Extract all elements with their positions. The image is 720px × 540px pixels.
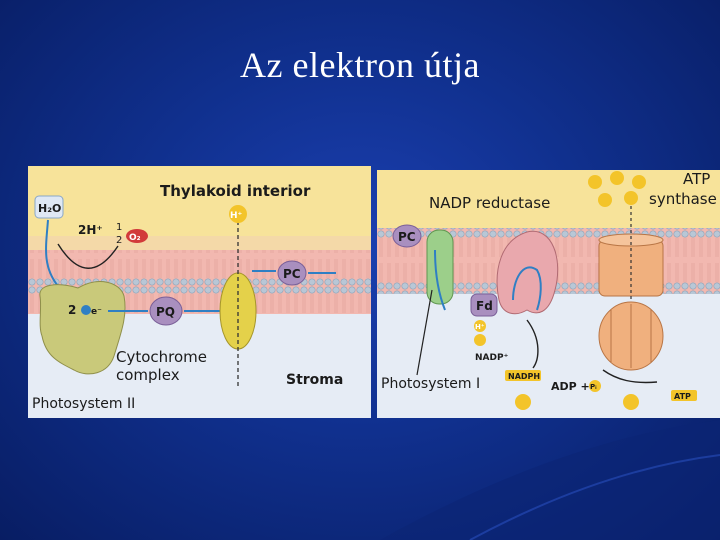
electron-path-arrow [45, 219, 59, 287]
half-numerator: 1 [116, 222, 122, 233]
photosystem-i-label: Photosystem I [381, 376, 480, 392]
oxygen-label: O₂ [129, 233, 141, 243]
water-label: H₂O [38, 202, 61, 215]
proton-icon-atp [623, 394, 639, 410]
slide-title: Az elektron útja [240, 45, 480, 85]
photosystem-ii-complex [39, 281, 126, 375]
thylakoid-interior-label: Thylakoid interior [160, 182, 311, 200]
right-stroma-region [377, 294, 720, 418]
oxygen-molecule [126, 229, 148, 243]
ferredoxin [470, 293, 498, 317]
nadp-plus-label: NADP⁺ [475, 353, 509, 363]
left-diagram-panel: Thylakoid interior H₂O 2H⁺ 1 2 O₂ 2 e⁻ P… [28, 166, 371, 418]
ps1-electron-arrow [434, 249, 446, 311]
atp-badge [671, 390, 697, 401]
proton-icon-bottom [515, 394, 531, 410]
photosystem-i-complex [426, 229, 454, 305]
proton-icon [229, 205, 247, 223]
thylakoid-interior-region [28, 166, 371, 236]
atp-label: ATP [674, 392, 691, 401]
two-electrons-count: 2 [68, 303, 76, 317]
proton-icon-right-2 [474, 334, 486, 346]
atp-synthase-label-line2: synthase [649, 190, 717, 208]
proton-label: H⁺ [230, 211, 243, 221]
adp-label: ADP + [551, 380, 590, 393]
proton-cluster [588, 171, 646, 207]
phosphate-label: Pᵢ [590, 383, 597, 391]
nadph-badge [505, 370, 541, 381]
pc-label-right: PC [398, 230, 416, 244]
electron-label: e⁻ [91, 307, 102, 317]
electron-icon [81, 305, 91, 315]
plastocyanin [392, 224, 422, 248]
nadph-formation-arrow [526, 319, 539, 369]
reductase-electron-arrow [512, 266, 542, 311]
plastoquinone [149, 296, 183, 326]
cytochrome-label-line1: Cytochrome [116, 348, 207, 366]
nadp-reductase-label: NADP reductase [429, 194, 550, 212]
atp-synthase-label-line1: ATP [683, 170, 710, 188]
right-interior-region [377, 170, 720, 228]
pq-label: PQ [156, 305, 175, 319]
right-diagram-panel: NADP reductase ATP synthase PC Fd H⁺ NAD… [377, 170, 720, 418]
water-split-arrow [57, 243, 119, 269]
cytochrome-label-line2: complex [116, 366, 180, 384]
proton-icon-right [474, 320, 486, 332]
pc-label: PC [283, 267, 301, 281]
ps1-pointer-line [416, 289, 433, 376]
atp-formation-arrow [602, 369, 658, 384]
stroma-label: Stroma [286, 372, 343, 388]
nadph-label: NADPH [508, 372, 540, 381]
nadp-reductase-enzyme [496, 230, 559, 315]
photosystem-ii-label: Photosystem II [32, 396, 135, 412]
phosphate-icon [589, 380, 601, 392]
plastocyanin [277, 260, 307, 286]
half-denominator: 2 [116, 235, 122, 246]
fd-label: Fd [476, 299, 493, 313]
two-h-plus-label: 2H⁺ [78, 223, 103, 237]
water-molecule [34, 195, 64, 219]
proton-label-right: H⁺ [475, 323, 485, 331]
